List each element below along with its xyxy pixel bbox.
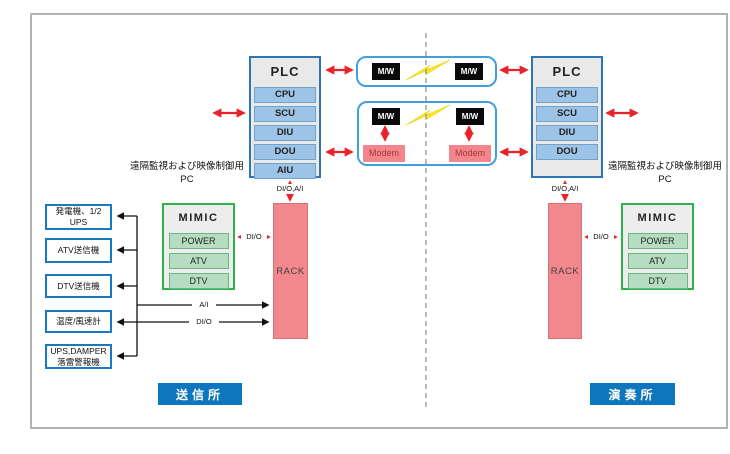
device-label: UPS,DAMPER (50, 345, 107, 356)
plc-right-module-scu: SCU (536, 106, 598, 122)
site-badge-transmitter-station: 送信所 (158, 383, 242, 405)
link-label-dio-ai-right: DI/O,A/I (538, 184, 592, 194)
plc-left-title: PLC (270, 64, 300, 79)
mw-unit: M/W (455, 63, 483, 80)
plc-left-module-dou: DOU (254, 144, 316, 160)
device-box-temp-wind-meter: 温度/風速計 (45, 310, 112, 333)
device-box-ups-damper-alarm: UPS,DAMPER 落雷警報機 (45, 344, 112, 369)
remote-pc-label-left: 遠隔監視および映像制御用 PC (115, 161, 259, 187)
device-label: 温度/風速計 (56, 316, 101, 327)
device-label: 発電機、1/2 (55, 206, 102, 217)
mimic-right-module-atv: ATV (627, 253, 688, 269)
mw-unit: M/W (372, 63, 400, 80)
mimic-left-title: MIMIC (178, 212, 219, 224)
mw-unit: M/W (372, 108, 400, 125)
modem-unit: Modem (449, 145, 491, 162)
mimic-left-module-dtv: DTV (168, 273, 229, 289)
mimic-right-title: MIMIC (637, 212, 678, 224)
plc-right-module-diu: DIU (536, 125, 598, 141)
link-label-ai-bus: A/I (192, 300, 216, 310)
link-label-dio-mimic-right: DI/O (588, 232, 614, 242)
site-badge-studio: 演奏所 (590, 383, 675, 405)
device-box-dtv-transmitter: DTV送信機 (45, 274, 112, 298)
remote-pc-label-line1: 遠隔監視および映像制御用 (607, 161, 722, 172)
mimic-panel-right: MIMIC POWER ATV DTV (621, 203, 694, 290)
remote-pc-label-right: 遠隔監視および映像制御用 PC (593, 161, 730, 187)
mimic-panel-left: MIMIC POWER ATV DTV (162, 203, 235, 290)
microwave-link-group-bottom: M/W M/W Modem Modem (357, 101, 497, 166)
device-box-generator-ups: 発電機、1/2 UPS (45, 204, 112, 230)
device-label: ATV送信機 (57, 245, 100, 256)
plc-right-module-dou: DOU (536, 144, 598, 160)
plc-left-module-scu: SCU (254, 106, 316, 122)
device-box-atv-transmitter: ATV送信機 (45, 238, 112, 263)
rack-left: RACK (273, 203, 308, 339)
mimic-right-module-power: POWER (627, 233, 688, 249)
plc-left-module-diu: DIU (254, 125, 316, 141)
device-label: 落雷警報機 (57, 356, 100, 367)
microwave-link-group-top: M/W M/W (356, 56, 497, 87)
link-label-dio-ai-left: DI/O,A/I (263, 184, 317, 194)
plc-right-module-cpu: CPU (536, 87, 598, 103)
device-label: DTV送信機 (57, 280, 100, 291)
mw-unit: M/W (456, 108, 484, 125)
remote-pc-label-line2: PC (658, 173, 672, 185)
diagram-border (30, 13, 728, 429)
device-label: UPS (69, 217, 88, 227)
plc-left-module-aiu: AIU (254, 163, 316, 179)
plc-left: PLC CPU SCU DIU DOU AIU (249, 56, 321, 179)
remote-pc-label-line2: PC (180, 173, 194, 185)
link-label-dio-bus: DI/O (189, 317, 219, 327)
mimic-right-module-dtv: DTV (627, 273, 688, 289)
plc-right-title: PLC (552, 64, 582, 79)
plc-left-module-cpu: CPU (254, 87, 316, 103)
plc-right: PLC CPU SCU DIU DOU (531, 56, 603, 178)
remote-pc-label-line1: 遠隔監視および映像制御用 (129, 161, 244, 172)
mimic-left-module-power: POWER (168, 233, 229, 249)
rack-right: RACK (548, 203, 582, 339)
mimic-left-module-atv: ATV (168, 253, 229, 269)
modem-unit: Modem (363, 145, 405, 162)
link-label-dio-mimic-left: DI/O (241, 232, 267, 242)
